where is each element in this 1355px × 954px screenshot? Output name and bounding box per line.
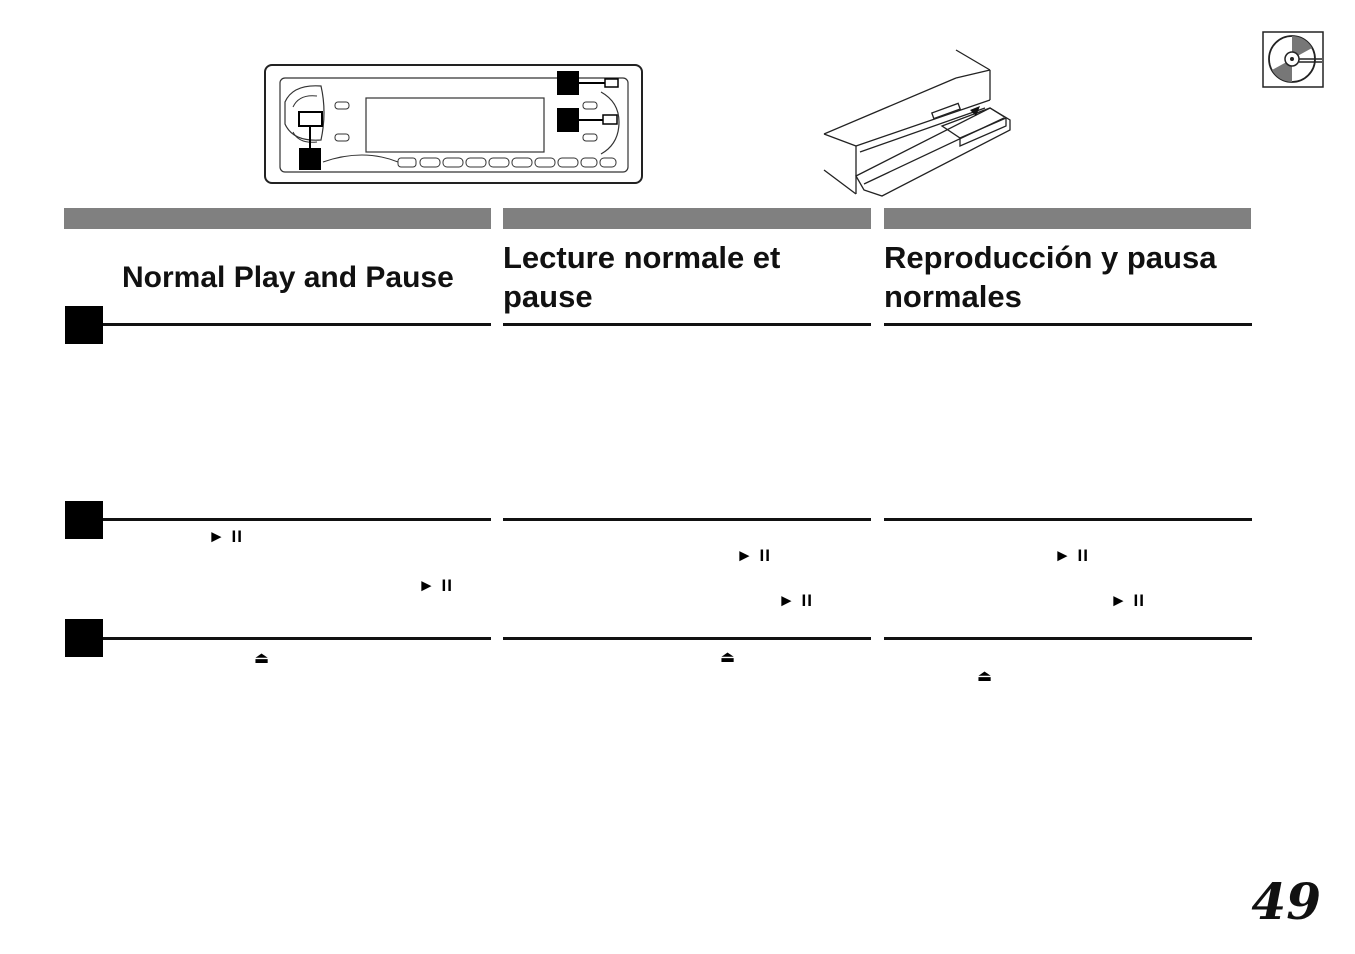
rule-en-2 bbox=[103, 518, 491, 521]
play-pause-symbol-fr-1: ► II bbox=[736, 546, 771, 565]
step-3-marker bbox=[65, 619, 103, 657]
cd-disc-icon bbox=[1262, 31, 1324, 88]
rule-en-1 bbox=[103, 323, 491, 326]
rule-es-1 bbox=[884, 323, 1252, 326]
rule-es-2 bbox=[884, 518, 1252, 521]
step-2-marker bbox=[65, 501, 103, 539]
eject-symbol-es: ⏏ bbox=[977, 668, 993, 685]
step-1-marker bbox=[65, 306, 103, 344]
title-en: Normal Play and Pause bbox=[122, 261, 454, 294]
play-pause-symbol-fr-2: ► II bbox=[778, 591, 813, 610]
rule-fr-1 bbox=[503, 323, 871, 326]
column-band-en bbox=[64, 208, 491, 229]
title-es: Reproducción y pausa normales bbox=[884, 240, 1217, 314]
cd-changer-illustration bbox=[823, 49, 1011, 197]
play-pause-symbol-es-1: ► II bbox=[1054, 546, 1089, 565]
play-pause-symbol-es-2: ► II bbox=[1110, 591, 1145, 610]
rule-en-3 bbox=[103, 637, 491, 640]
title-fr: Lecture normale et pause bbox=[503, 240, 781, 314]
column-band-fr bbox=[503, 208, 871, 229]
rule-fr-2 bbox=[503, 518, 871, 521]
play-pause-symbol-en-1: ► II bbox=[208, 527, 243, 546]
column-band-es bbox=[884, 208, 1251, 229]
rule-fr-3 bbox=[503, 637, 871, 640]
page-number: 49 bbox=[1251, 872, 1321, 931]
rule-es-3 bbox=[884, 637, 1252, 640]
eject-symbol-en: ⏏ bbox=[254, 650, 270, 667]
head-unit-illustration bbox=[264, 64, 643, 184]
eject-symbol-fr: ⏏ bbox=[720, 649, 736, 666]
play-pause-symbol-en-2: ► II bbox=[418, 576, 453, 595]
